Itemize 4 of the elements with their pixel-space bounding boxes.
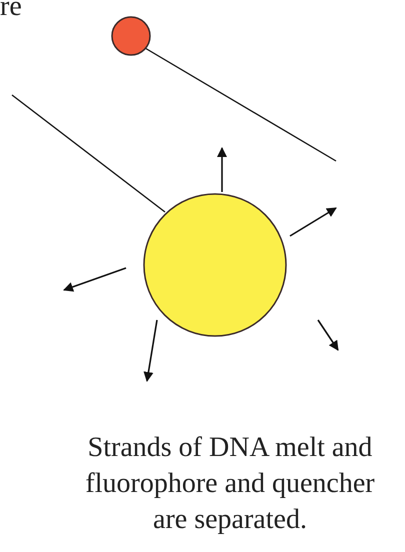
fluorophore-circle bbox=[143, 193, 287, 337]
text-fragment: re bbox=[0, 0, 22, 22]
caption: Strands of DNA melt and fluorophore and quencher are separated. bbox=[84, 431, 376, 537]
quencher-circle bbox=[111, 16, 151, 56]
